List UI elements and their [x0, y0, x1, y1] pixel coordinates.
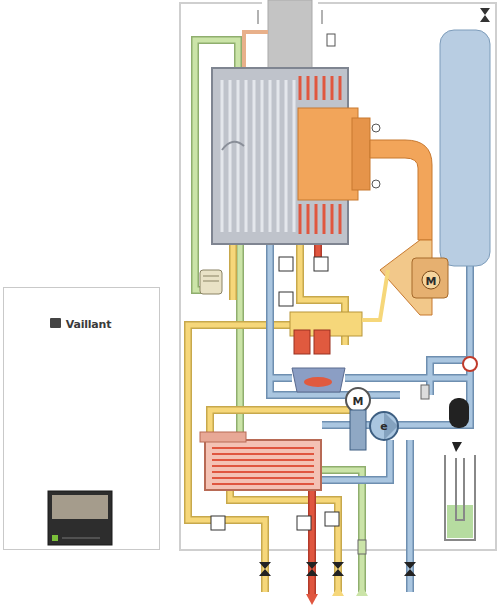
plate-header [200, 432, 246, 442]
cold-filter [358, 540, 366, 554]
flow-arrow [306, 594, 318, 605]
status-lamp [52, 535, 58, 541]
plate-stripes [212, 448, 314, 484]
motor-letter: M [353, 396, 364, 407]
air-vent [200, 270, 222, 294]
air-vent-line [203, 281, 219, 282]
diverter-valve [350, 410, 366, 450]
pipe-green [238, 240, 243, 432]
gas-line [362, 270, 388, 320]
pressure-gauge [463, 357, 477, 371]
condensate-water [447, 505, 473, 538]
vent-valve [480, 8, 490, 22]
service-valves [259, 562, 416, 576]
pipe-blue [270, 240, 470, 592]
siphon [292, 368, 345, 392]
boiler-casing: Vaillant [3, 287, 160, 550]
fan-motor-symbol [422, 271, 440, 289]
plate-heat-exchanger [205, 440, 321, 490]
pipe-peach [244, 32, 268, 72]
burner [298, 108, 358, 200]
flow-arrow-curve [222, 142, 244, 150]
flow-arrow [356, 586, 368, 596]
filling-valve [421, 385, 429, 399]
trap-inner [456, 458, 464, 520]
flue-pipe [268, 0, 312, 72]
exchanger-tubes [222, 80, 294, 232]
pump-letter: e [380, 421, 387, 432]
logo-mark [50, 318, 61, 328]
panel-print [62, 538, 100, 539]
air-vent-line [203, 276, 219, 277]
pipe-outline [236, 240, 244, 432]
gas-valve-coil [314, 330, 330, 354]
control-panel [48, 491, 112, 545]
control-display [52, 495, 108, 519]
pipe-outline [270, 240, 470, 592]
flue-mark [257, 10, 259, 24]
pipe-red [312, 240, 318, 596]
fan-motor [412, 258, 448, 298]
ignition-electrode [372, 180, 380, 188]
burner-door [352, 118, 370, 190]
pump-motor [346, 388, 370, 412]
gas-valve-coil [294, 330, 310, 354]
ignition-electrode [372, 124, 380, 132]
motor-letter: M [426, 276, 437, 287]
pump [370, 412, 398, 440]
condensate-trap [445, 455, 475, 540]
pipe-outline [312, 240, 318, 596]
main-switch [449, 398, 469, 428]
mixing-pipe [370, 140, 432, 240]
flow-arrow [332, 586, 344, 596]
expansion-vessel [440, 30, 490, 266]
flue-mark [321, 10, 323, 24]
sensor-triangle [452, 442, 462, 452]
flue-sensor [327, 34, 335, 46]
siphon-float [304, 377, 332, 387]
brand-logo-text: Vaillant [4, 318, 159, 331]
